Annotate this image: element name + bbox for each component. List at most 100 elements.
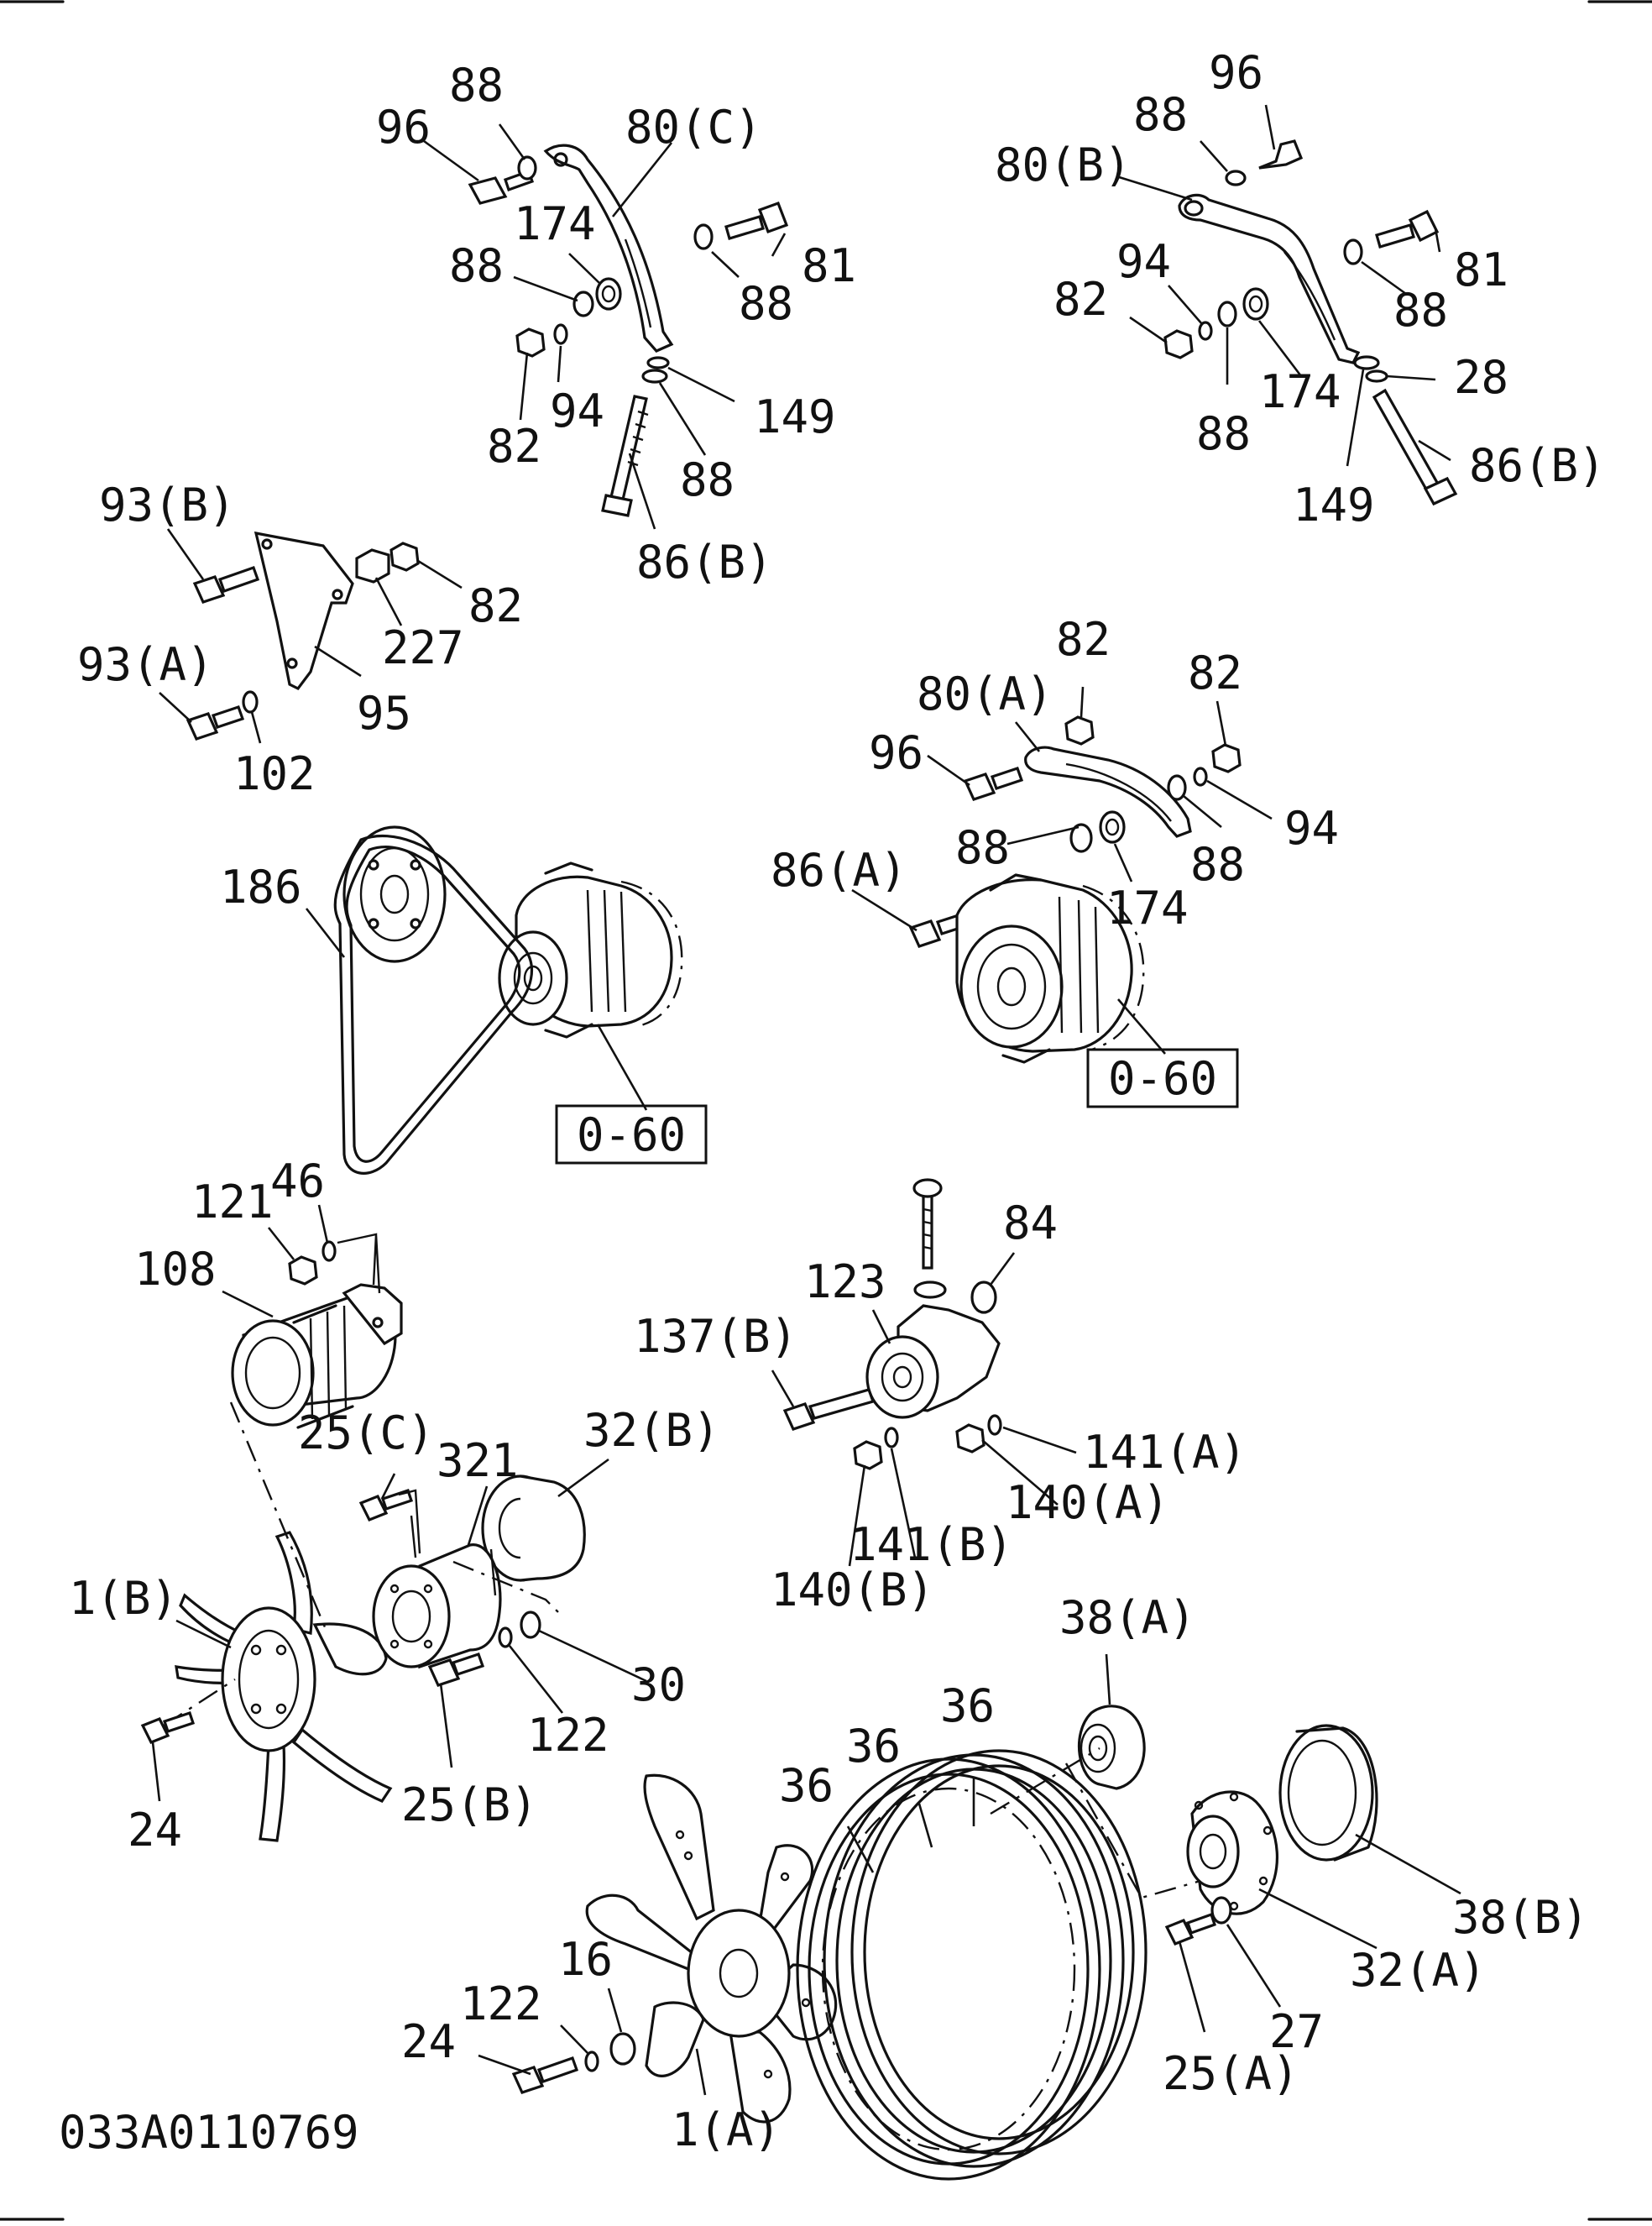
nut-121 — [288, 1255, 318, 1286]
washer-88-b — [572, 291, 594, 317]
fan-1a-hub — [687, 1909, 791, 2038]
nut-82-e — [1211, 743, 1242, 773]
belt-186-and-pulley — [333, 825, 533, 1175]
label-321: 321 — [437, 1434, 519, 1487]
label-140b: 140(B) — [771, 1563, 934, 1616]
bolt-25c — [358, 1488, 414, 1522]
washer-88-h — [1167, 774, 1187, 801]
washer-88-i — [1069, 823, 1093, 853]
bolt-96-c — [963, 766, 1024, 801]
nut-82-a — [515, 327, 546, 358]
label-38b: 38(B) — [1452, 1891, 1589, 1944]
label-1a: 1(A) — [672, 2103, 781, 2156]
collar-174-b — [1242, 287, 1269, 321]
fan-1b-blade-bottom — [259, 1741, 286, 1842]
label-141a: 141(A) — [1083, 1426, 1247, 1479]
bracket-80b-slot — [1283, 251, 1336, 341]
spacer-321-assembly — [140, 1474, 586, 1745]
bolt-25b — [427, 1652, 485, 1687]
label-81-a: 81 — [802, 239, 856, 292]
fan-1b-blade-top — [274, 1531, 313, 1635]
label-81-b: 81 — [1454, 244, 1508, 296]
bracket-80b-assembly — [1163, 139, 1458, 506]
crank-pulley-assembly — [990, 1705, 1378, 1946]
label-38a: 38(A) — [1059, 1591, 1196, 1644]
fan-1a-blade-top — [643, 1773, 715, 1921]
label-122-a: 122 — [527, 1709, 609, 1762]
bracket-80c-slot — [624, 238, 652, 328]
label-36-b: 36 — [846, 1720, 901, 1773]
fan-1b-blade-right — [312, 1622, 388, 1676]
spacer-321-face — [372, 1564, 451, 1668]
label-96-a: 96 — [376, 101, 431, 154]
idler-pulley-123 — [865, 1335, 939, 1419]
nut-82-d — [1064, 715, 1095, 746]
label-82-d: 82 — [1056, 613, 1111, 666]
label-36-c: 36 — [779, 1759, 834, 1812]
label-86b-a: 86(B) — [636, 536, 773, 589]
nut-82-c — [389, 542, 420, 572]
label-86b-b: 86(B) — [1469, 439, 1606, 492]
bolt-93b — [192, 565, 260, 604]
label-88-f: 88 — [1393, 284, 1448, 337]
spring-washer-94-a — [553, 323, 568, 345]
label-32a: 32(A) — [1350, 1944, 1487, 1997]
washer-88-f — [1343, 238, 1363, 265]
seal-38a — [1078, 1705, 1146, 1790]
spring-washer-46 — [322, 1240, 337, 1262]
label-88-e: 88 — [1133, 88, 1188, 141]
label-174-c: 174 — [1106, 882, 1189, 935]
label-80c: 80(C) — [625, 101, 762, 154]
idler-123-assembly — [782, 1178, 1002, 1470]
label-86a: 86(A) — [771, 844, 907, 897]
spring-washer-122a — [498, 1626, 513, 1648]
label-1b: 1(B) — [69, 1572, 178, 1625]
label-88-i: 88 — [955, 821, 1010, 874]
bolt-81-a — [724, 201, 789, 240]
spring-washer-102 — [242, 690, 259, 714]
idler-bolt — [922, 1191, 933, 1270]
label-46: 46 — [270, 1155, 325, 1207]
washer-149-b — [1353, 355, 1380, 370]
label-36-a: 36 — [940, 1679, 995, 1732]
bolt-93a — [186, 704, 245, 741]
collar-174-a — [595, 277, 622, 311]
bracket-95 — [254, 531, 354, 691]
label-25a: 25(A) — [1163, 2047, 1299, 2100]
label-80a: 80(A) — [917, 668, 1053, 720]
label-88-h: 88 — [1190, 838, 1245, 891]
bolt-96-b — [1258, 139, 1304, 170]
label-32b: 32(B) — [583, 1404, 720, 1457]
bolt-24a — [140, 1710, 196, 1745]
washer-88-d — [641, 369, 668, 384]
label-25b: 25(B) — [401, 1778, 538, 1831]
washer-16 — [609, 2032, 636, 2066]
spring-washer-94-c — [1193, 767, 1208, 787]
label-82-e: 82 — [1188, 647, 1242, 699]
label-80b: 80(B) — [995, 139, 1132, 191]
collar-84 — [970, 1281, 997, 1314]
diagram-id: 033A0110769 — [59, 2106, 359, 2159]
label-123: 123 — [804, 1255, 886, 1308]
spring-washer-141a — [987, 1414, 1002, 1436]
ref-box-label-2: 0-60 — [1108, 1052, 1217, 1105]
label-16: 16 — [558, 1933, 613, 1986]
washer-88-a — [517, 155, 537, 181]
washer-88-g — [1217, 301, 1237, 327]
label-186: 186 — [220, 861, 302, 914]
bolt-81-b — [1375, 209, 1440, 249]
label-82-a: 82 — [487, 420, 541, 473]
label-88-g: 88 — [1196, 407, 1251, 460]
water-pump-pulley — [342, 825, 447, 963]
spacer-227 — [355, 548, 390, 584]
label-95: 95 — [357, 687, 411, 740]
fan-1a-blade-lower-left — [645, 2001, 705, 2077]
fan-1a-assembly — [511, 1773, 838, 2124]
label-121: 121 — [191, 1176, 274, 1228]
bolt-25a — [1164, 1912, 1217, 1946]
label-88-b: 88 — [449, 239, 504, 292]
label-149-a: 149 — [754, 390, 836, 443]
bracket-80a-assembly — [908, 715, 1242, 948]
